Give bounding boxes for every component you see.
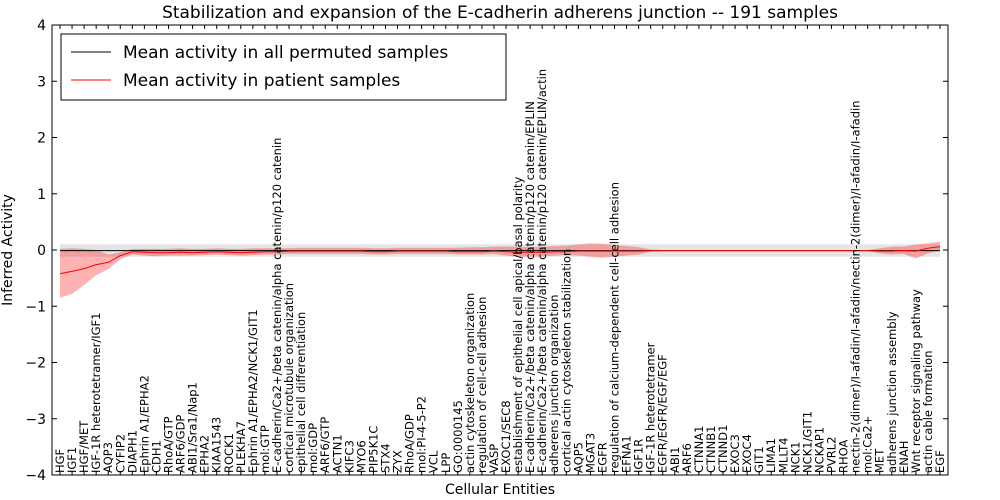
y-tick-label: −4	[25, 468, 46, 484]
x-tick-label: CDH1	[149, 440, 163, 473]
x-tick-label: LPP	[439, 453, 453, 473]
y-tick-label: 1	[37, 187, 46, 203]
series-band-2	[60, 241, 940, 298]
x-tick-label: RhoA/GDP	[403, 414, 417, 473]
x-tick-label: actin cable formation	[921, 350, 935, 473]
x-tick-label: Ephrin A1/EPHA2/NCK1/GIT1	[246, 309, 260, 473]
x-tick-label: mol:PI-4-5-P2	[415, 396, 429, 473]
x-tick-label: EXOC4	[740, 434, 754, 473]
x-tick-label: EXOC1/SEC8	[499, 400, 513, 473]
x-tick-label: MYO6	[354, 440, 368, 473]
x-tick-label: ZYX	[391, 450, 405, 473]
x-tick-label: IGF-1R heterotetramer	[644, 342, 658, 473]
x-tick-label: nectin-2(dimer)/I-afadin/I-afadin/nectin…	[849, 101, 863, 473]
x-tick-label: LIMA1	[764, 438, 778, 473]
y-axis-label: Inferred Activity	[0, 194, 16, 306]
x-tick-label: MGAT3	[583, 433, 597, 473]
x-tick-label: EFNA1	[620, 435, 634, 473]
legend-label-1: Mean activity in all permuted samples	[123, 43, 448, 63]
series-line-2	[59, 246, 941, 275]
x-tick-label: cortical microtubule organization	[282, 283, 296, 473]
x-tick-label: KIAA1543	[210, 417, 224, 473]
y-tick-label: −3	[25, 412, 46, 428]
x-tick-label: KIFC3	[342, 440, 356, 473]
x-tick-label: PLEKHA7	[234, 421, 248, 473]
x-tick-label: ABI1/Sra1/Nap1	[186, 382, 200, 473]
x-tick-label: NCK1/GIT1	[800, 411, 814, 473]
x-tick-label: CTNNB1	[704, 426, 718, 473]
x-tick-label: AQP3	[101, 442, 115, 473]
x-tick-label: mol:GTP	[258, 425, 272, 473]
x-tick-label: CTNND1	[716, 425, 730, 473]
x-tick-label: regulation of calcium-dependent cell-cel…	[608, 182, 622, 473]
x-tick-label: EGFR/EGFR/EGF/EGF	[656, 354, 670, 473]
legend-label-2: Mean activity in patient samples	[123, 71, 400, 91]
y-tick-label: 3	[37, 74, 46, 90]
x-tick-label: CTNNA1	[692, 426, 706, 473]
x-tick-label: AQP5	[571, 442, 585, 473]
x-tick-label: PIP5K1C	[366, 426, 380, 473]
x-tick-label: IGF-1R heterotetramer/IGF1	[89, 313, 103, 473]
y-tick-label: −1	[25, 299, 46, 315]
x-tick-label: HGF	[53, 449, 67, 473]
x-tick-label: epithelial cell differentiation	[294, 312, 308, 473]
x-tick-label: ACTN1	[330, 434, 344, 473]
x-tick-label: GIT1	[752, 446, 766, 473]
x-axis-label: Cellular Entities	[445, 482, 555, 498]
x-tick-label: IGF1	[65, 447, 79, 473]
x-tick-label: mol:GDP	[306, 423, 320, 473]
x-tick-label: GO:0000145	[451, 400, 465, 473]
x-tick-label: adherens junction organization	[547, 295, 561, 473]
x-tick-label: PVRL2	[825, 436, 839, 473]
x-tick-label: establishment of epithelial cell apical/…	[511, 177, 525, 473]
x-tick-label: EPHA2	[198, 435, 212, 473]
y-tick-label: 2	[37, 131, 46, 147]
x-tick-label: CYFIP2	[113, 434, 127, 473]
legend: Mean activity in all permuted samplesMea…	[60, 33, 507, 101]
y-tick-label: 4	[37, 18, 46, 34]
x-tick-label: HGF/MET	[77, 420, 91, 473]
x-tick-label: E-cadherin/Ca2+/beta catenin/alpha caten…	[523, 101, 537, 473]
x-tick-label: MLLT4	[776, 438, 790, 474]
x-tick-label: EGFR	[596, 442, 610, 473]
x-tick-label: IGF1R	[632, 439, 646, 473]
x-tick-label: NCK1	[788, 442, 802, 474]
x-tick-label: NCKAP1	[813, 427, 827, 473]
x-tick-label: cortical actin cytoskeleton stabilizatio…	[559, 249, 573, 473]
y-tick-label: −2	[25, 356, 46, 372]
x-tick-label: Ephrin A1/EPHA2	[137, 375, 151, 473]
x-tick-label: EXOC3	[728, 434, 742, 473]
x-tick-label: regulation of cell-cell adhesion	[475, 297, 489, 473]
x-tick-label: ARF6/GDP	[174, 415, 188, 473]
x-tick-label: VCL	[427, 450, 441, 473]
x-tick-label: ARF6/GTP	[318, 417, 332, 473]
x-tick-label: E-cadherin/Ca2+/beta catenin/alpha caten…	[270, 138, 284, 473]
x-tick-label: ARF6	[680, 443, 694, 473]
x-tick-label: DIAPH1	[125, 430, 139, 473]
x-tick-label: RHOA	[837, 440, 851, 473]
x-tick-label: STX4	[379, 443, 393, 473]
x-tick-label: ABI1	[668, 447, 682, 473]
x-tick-label: MET	[873, 448, 887, 473]
x-tick-label: ENAH	[897, 441, 911, 473]
x-tick-label: adherens junction assembly	[885, 311, 899, 473]
x-tick-label: Wnt receptor signaling pathway	[909, 289, 923, 473]
x-tick-label: ROCK1	[222, 433, 236, 473]
x-tick-label: EGF	[933, 450, 947, 473]
y-tick-label: 0	[37, 243, 46, 259]
x-tick-label: VASP	[487, 444, 501, 473]
legend-box	[60, 33, 507, 101]
x-tick-label: mol:Ca2+	[861, 416, 875, 473]
x-tick-label: RhoA/GTP	[162, 416, 176, 473]
x-tick-label: actin cytoskeleton organization	[463, 293, 477, 473]
x-tick-label: E-cadherin/Ca2+/beta catenin/alpha caten…	[535, 69, 549, 473]
chart-title: Stabilization and expansion of the E-cad…	[162, 3, 838, 23]
